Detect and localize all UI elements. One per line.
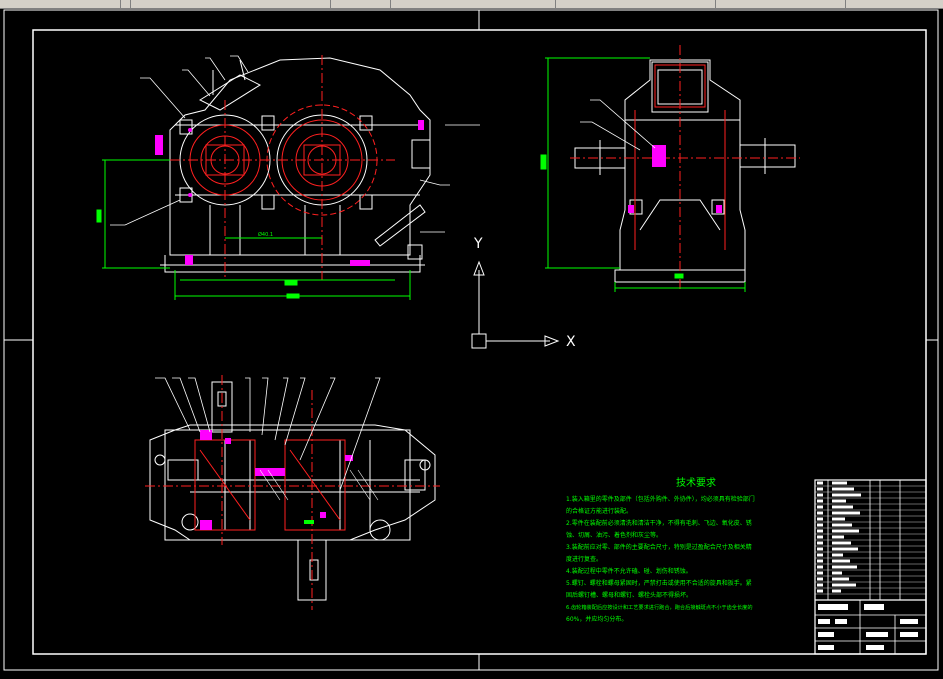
tech-line-6: 度进行复查。 <box>566 555 602 563</box>
inner-frame <box>32 29 927 655</box>
parts-row-index <box>817 577 823 581</box>
cad-toolbar <box>0 0 943 9</box>
parts-row-index <box>817 547 823 551</box>
front-view-leaders <box>110 55 480 233</box>
parts-row-name <box>832 541 851 545</box>
front-center-distance-label: Ø40.1 <box>258 231 273 238</box>
parts-row-name <box>832 529 859 533</box>
lineweight-dropdown[interactable] <box>715 0 846 8</box>
tech-line-11: 60%，并应均匀分布。 <box>566 615 627 623</box>
parts-row-name <box>832 523 852 527</box>
parts-row-index <box>817 553 823 557</box>
parts-row-name <box>832 589 841 593</box>
tech-line-9: 固后螺钉槽、螺母和螺钉、螺栓头部不得损坏。 <box>566 591 692 599</box>
tech-line-10: 6.齿轮箱装配后应按设计和工艺要求进行跑合，跑合后接触斑点不小于齿全长度的 <box>566 603 753 611</box>
tech-line-8: 5.螺钉、螺栓和螺母紧固时，严禁打击或使用不合适的旋具和扳手。紧 <box>566 579 752 587</box>
toolbar-layer-group[interactable] <box>0 0 121 8</box>
parts-row-index <box>817 523 823 527</box>
parts-row-name <box>832 547 858 551</box>
front-view-dimensions <box>96 159 411 300</box>
parts-row-index <box>817 529 823 533</box>
parts-row-name <box>832 481 847 485</box>
layer-icon[interactable] <box>120 0 131 8</box>
parts-row-name <box>832 517 845 521</box>
top-view-dim-mark <box>304 520 314 524</box>
parts-list-rows <box>815 481 926 595</box>
parts-row-index <box>817 541 823 545</box>
tech-line-2: 的合格证方能进行装配。 <box>566 507 632 515</box>
side-view-red <box>570 45 800 290</box>
front-view-gears <box>170 55 395 280</box>
linetype-dropdown[interactable] <box>555 0 716 8</box>
outer-frame <box>3 9 939 671</box>
tech-line-3: 2.零件在装配前必须清洗和清洁干净，不得有毛刺、飞边、氧化皮、锈 <box>566 519 752 527</box>
parts-row-name <box>832 559 850 563</box>
parts-row-name <box>832 487 854 491</box>
parts-row-name <box>832 493 861 497</box>
top-view-hatch <box>259 469 379 501</box>
parts-row-index <box>817 487 823 491</box>
tech-line-5: 3.装配前应对零、部件的主要配合尺寸，特别是过盈配合尺寸及相关精 <box>566 543 752 551</box>
parts-list-table <box>814 479 927 655</box>
parts-row-index <box>817 499 823 503</box>
plotstyle-dropdown[interactable] <box>845 0 943 8</box>
parts-row-name <box>832 505 853 509</box>
parts-row-name <box>832 535 844 539</box>
top-view <box>149 381 436 601</box>
color-dropdown[interactable] <box>390 0 556 8</box>
parts-row-name <box>832 583 856 587</box>
ucs-icon <box>471 260 560 349</box>
top-view-red <box>145 375 440 610</box>
layer-dropdown[interactable] <box>130 0 331 8</box>
parts-row-name <box>832 553 843 557</box>
front-view-magenta <box>155 120 424 266</box>
top-view-magenta <box>200 430 353 530</box>
parts-row-index <box>817 511 823 515</box>
parts-row-index <box>817 481 823 485</box>
parts-row-index <box>817 559 823 563</box>
side-view <box>574 59 796 283</box>
ucs-y-label: Y <box>473 236 483 252</box>
ucs-x-label: X <box>566 334 576 350</box>
parts-row-index <box>817 517 823 521</box>
parts-row-index <box>817 493 823 497</box>
front-view <box>160 57 431 273</box>
tech-line-1: 1.装入箱里的零件及部件（包括外购件、外协件），均必须具有检验部门 <box>566 495 755 503</box>
parts-row-name <box>832 577 849 581</box>
drawing-svg[interactable]: Ø40.1 <box>0 8 943 675</box>
parts-row-name <box>832 499 846 503</box>
color-icon[interactable] <box>330 0 391 8</box>
parts-row-index <box>817 571 823 575</box>
side-view-leaders <box>580 99 656 151</box>
parts-row-index <box>817 535 823 539</box>
parts-row-name <box>832 571 842 575</box>
tech-line-7: 4.装配过程中零件不允许磕、碰、划伤和锈蚀。 <box>566 567 692 575</box>
parts-row-index <box>817 505 823 509</box>
top-view-leaders <box>155 377 381 491</box>
title-block-fills <box>818 604 918 650</box>
drawing-canvas[interactable]: Ø40.1 <box>0 8 943 675</box>
side-view-dimensions <box>540 57 746 292</box>
tech-title: 技术要求 <box>676 476 716 489</box>
parts-row-name <box>832 565 857 569</box>
parts-row-name <box>832 511 860 515</box>
side-view-magenta <box>628 145 722 213</box>
parts-row-index <box>817 565 823 569</box>
tech-line-4: 蚀、切屑、油污、着色剂和灰尘等。 <box>566 531 662 539</box>
parts-row-index <box>817 583 823 587</box>
tech-requirements: 技术要求 1.装入箱里的零件及部件（包括外购件、外协件），均必须具有检验部门 的… <box>566 476 755 623</box>
parts-row-index <box>817 589 823 593</box>
